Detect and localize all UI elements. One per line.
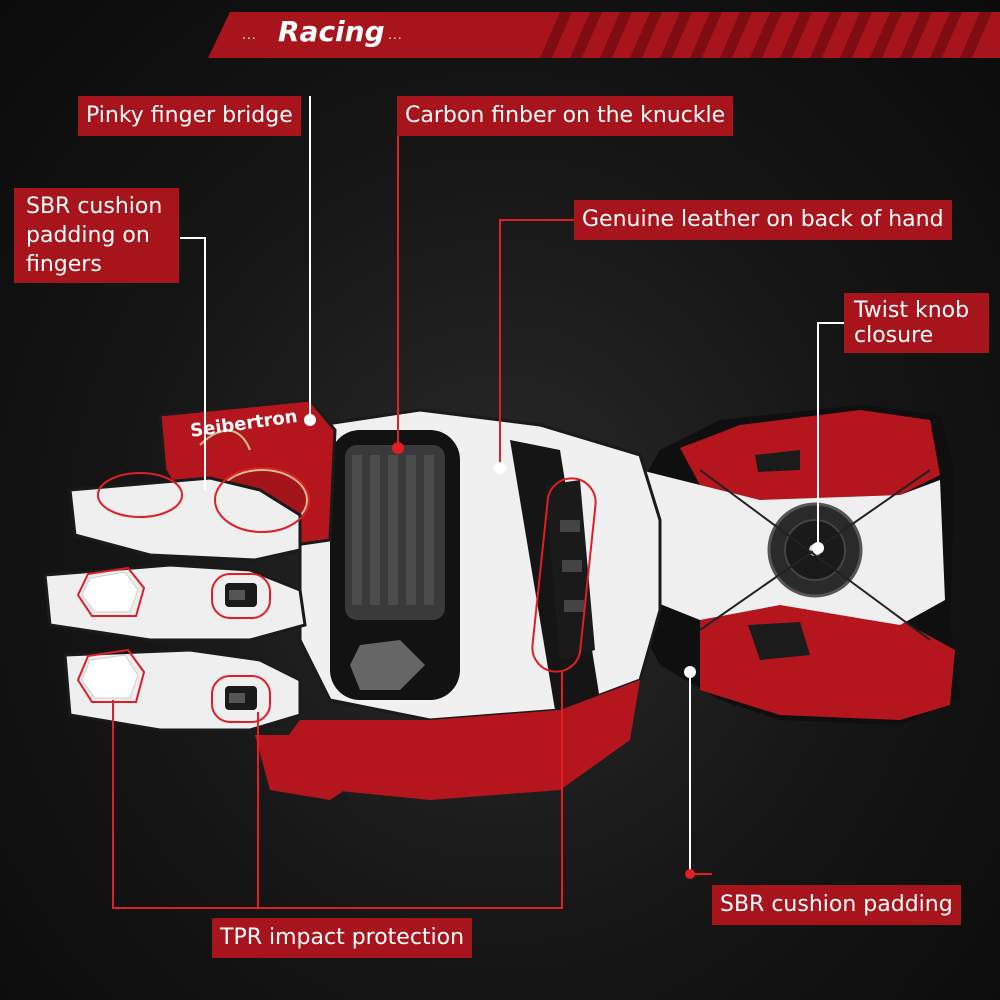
banner-title: Racing xyxy=(278,15,385,48)
callout-leather-text: Genuine leather on back of hand xyxy=(582,207,944,232)
callout-genuine-leather: Genuine leather on back of hand xyxy=(574,200,952,240)
dot-pinky xyxy=(304,414,316,426)
callout-sbr-fingers-line3: fingers xyxy=(26,252,102,277)
highlight-tpr-finger-2 xyxy=(76,566,146,617)
banner-dots-right: ... xyxy=(388,26,403,42)
callout-sbr-padding: SBR cushion padding xyxy=(712,885,961,925)
dot-sbr-padding xyxy=(685,869,695,879)
finger-1 xyxy=(68,476,302,562)
callout-twist-knob-line2: closure xyxy=(854,323,934,348)
callout-sbr-fingers-line1: SBR cushion xyxy=(26,194,163,219)
banner-dots-left: ... xyxy=(242,26,257,42)
callout-pinky-finger-bridge: Pinky finger bridge xyxy=(78,96,301,136)
highlight-tpr-finger-3 xyxy=(76,648,146,703)
highlight-pinky-pad xyxy=(214,467,310,533)
callout-sbr-fingers-line2: padding on xyxy=(26,223,150,248)
callout-tpr-impact: TPR impact protection xyxy=(212,918,473,958)
highlight-sbr-fingertip xyxy=(97,472,183,518)
dot-carbon xyxy=(392,442,404,454)
callout-carbon-text: Carbon finber on the knuckle xyxy=(405,103,726,128)
dot-leather xyxy=(494,462,506,474)
callout-sbr-fingers: SBR cushion padding on fingers xyxy=(14,188,179,283)
leader-sbr-fingers xyxy=(180,237,206,490)
callout-sbr-padding-text: SBR cushion padding xyxy=(720,892,953,917)
callout-twist-knob-line1: Twist knob xyxy=(854,298,970,323)
glove-cuff-red-top xyxy=(680,410,940,500)
dot-twist-knob xyxy=(812,542,824,554)
callout-twist-knob: Twist knob closure xyxy=(844,293,989,353)
leader-leather xyxy=(499,219,574,468)
dot-sbr-padding-top xyxy=(684,666,696,678)
racing-banner xyxy=(208,12,1000,58)
highlight-tpr-knuckle-2 xyxy=(211,573,271,619)
callout-carbon-knuckle: Carbon finber on the knuckle xyxy=(397,96,734,136)
highlight-tpr-knuckle-3 xyxy=(211,675,271,723)
callout-pinky-text: Pinky finger bridge xyxy=(86,103,293,128)
highlight-tpr-hand xyxy=(531,477,597,673)
leader-tpr xyxy=(112,672,563,909)
callout-tpr-text: TPR impact protection xyxy=(220,925,465,950)
leader-twist-knob xyxy=(817,322,850,548)
